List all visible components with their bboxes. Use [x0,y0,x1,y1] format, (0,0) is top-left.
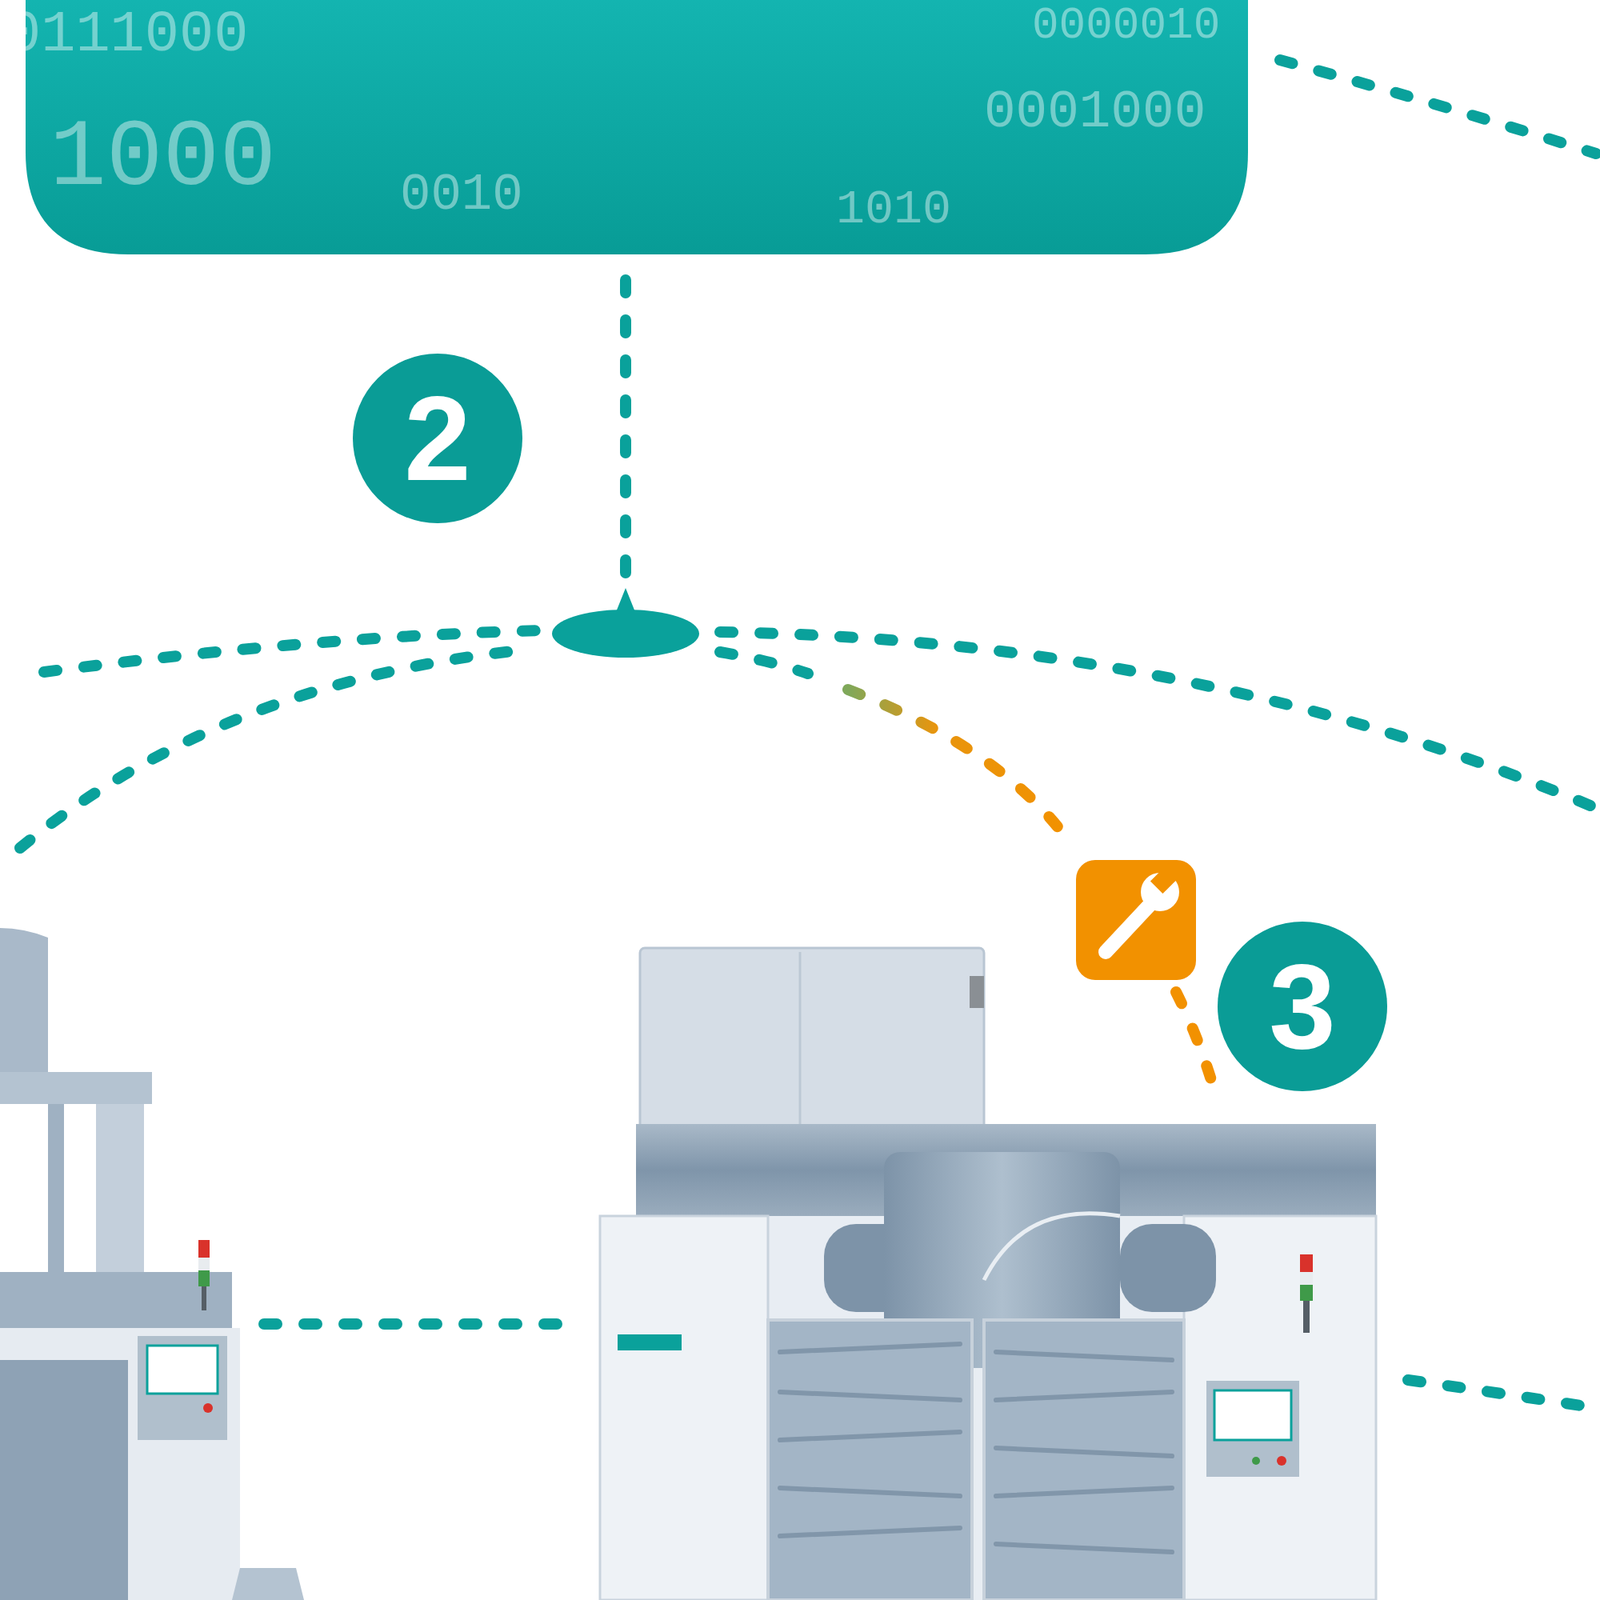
network-lines [20,60,1596,1408]
binary-watermark: 1010 [836,185,952,234]
callout-circle [352,353,523,524]
callout-number: 2 [357,358,518,519]
callout-number: 3 [1222,926,1383,1087]
binary-watermark: 0010 [400,169,524,221]
machine-left [0,928,304,1600]
binary-watermark: 1000 [49,112,276,207]
service-line [1176,992,1216,1096]
wrench-icon [1076,860,1196,980]
binary-watermark: 0000010 [1032,3,1220,48]
binary-watermark: 0001000 [984,86,1206,140]
hub [616,588,636,612]
binary-watermark: 0111000 [6,6,248,64]
machine-right [600,948,1376,1600]
service-line [848,689,1068,840]
callout-circle [1217,921,1388,1092]
cage-bars [780,1344,1172,1552]
hub [552,609,700,658]
